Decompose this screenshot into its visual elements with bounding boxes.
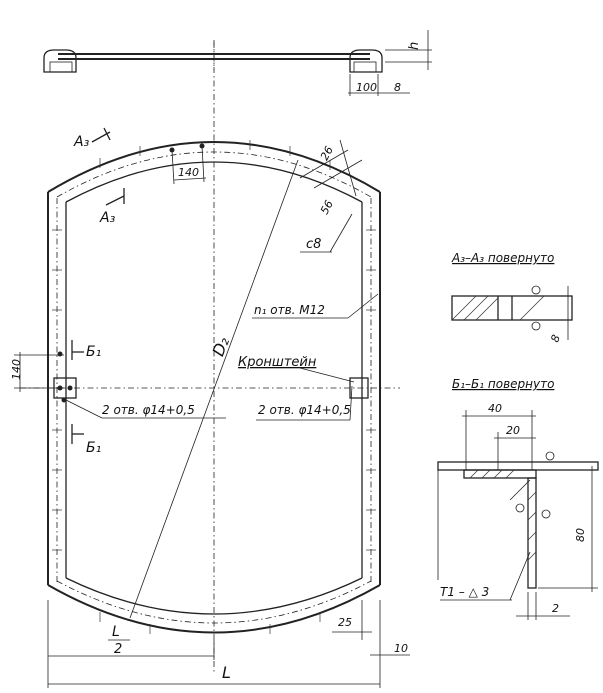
detail-b1: Б₁–Б₁ повернуто 40 20 80 T1 – △ 3 2 (437, 377, 599, 620)
detail-b1-dim-80: 80 (574, 528, 587, 542)
right-bracket: 2 отв. φ14+0,5 (256, 377, 369, 421)
dim-25: 25 (338, 616, 352, 629)
detail-b1-title: Б₁–Б₁ повернуто (452, 377, 554, 391)
diameter-label: D₂ (208, 334, 233, 359)
detail-b1-dim-20: 20 (506, 424, 520, 437)
dim-100: 100 (356, 81, 377, 94)
detail-a3: A₃–A₃ повернуто 8 (451, 251, 573, 344)
bottom-dimensions: L 2 L 25 10 (47, 600, 410, 688)
dim-c8: c8 (306, 237, 321, 252)
detail-a3-title: A₃–A₃ повернуто (451, 251, 554, 265)
detail-b1-dim-2: 2 (552, 602, 559, 615)
dim-140-left: 140 (10, 359, 23, 380)
dim-L: L (222, 663, 231, 682)
half-L-numerator: L (112, 624, 120, 640)
half-L-denominator: 2 (114, 642, 122, 657)
detail-b1-dim-40: 40 (488, 402, 502, 415)
dim-26: 26 (318, 144, 336, 162)
dim-h: h (407, 42, 422, 50)
detail-a3-dim-8: 8 (548, 333, 563, 344)
section-a-marks: A₃ A₃ 140 (73, 127, 207, 226)
holes-m12-label: n₁ отв. M12 (254, 303, 325, 317)
dim-10: 10 (394, 642, 408, 655)
holes-left-label: 2 отв. φ14+0,5 (102, 403, 195, 417)
frame-labels: n₁ отв. M12 Кронштейн (238, 293, 379, 383)
section-a-bottom-mark: A₃ (99, 210, 116, 226)
bracket-label: Кронштейн (238, 355, 317, 370)
section-b-marks: 140 Б₁ Б₁ 2 отв. φ14+0,5 (10, 340, 226, 456)
detail-b1-weld: T1 – △ 3 (440, 585, 489, 599)
holes-right-label: 2 отв. φ14+0,5 (258, 403, 351, 417)
section-a-top-mark: A₃ (73, 134, 90, 150)
arc-dimensions: 26 56 c8 (299, 139, 363, 253)
top-view: h 100 8 (43, 30, 432, 96)
section-b-top-mark: Б₁ (86, 344, 101, 360)
dim-56: 56 (318, 198, 336, 216)
section-b-bottom-mark: Б₁ (86, 440, 101, 456)
dim-8-top: 8 (394, 81, 401, 94)
dim-140-top: 140 (178, 166, 199, 179)
